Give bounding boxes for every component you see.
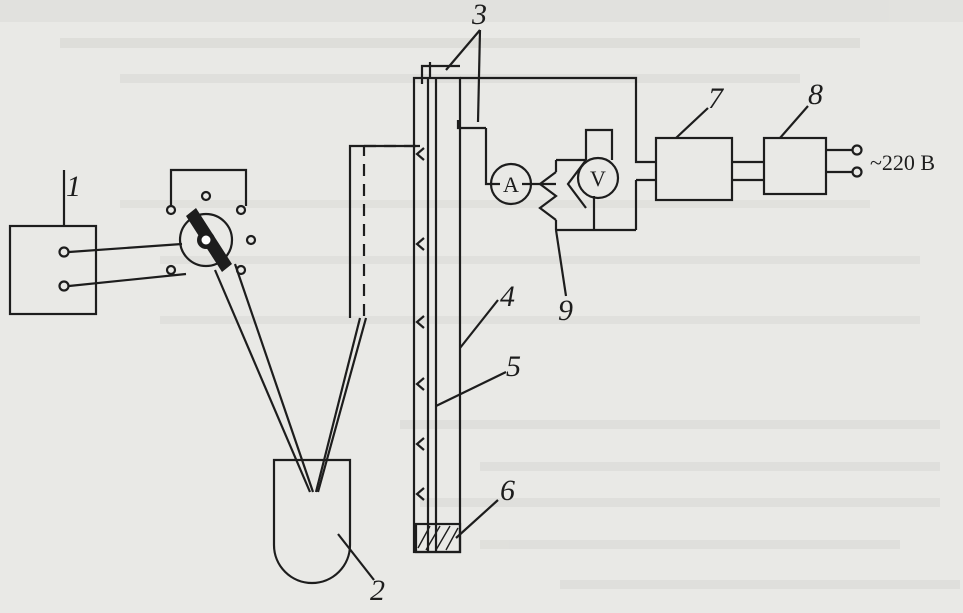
- label-2: 2: [370, 574, 385, 607]
- thermocouple-dashed-lead: [348, 144, 420, 318]
- power-circuit-wiring: [460, 76, 656, 297]
- label-4: 4: [500, 280, 515, 313]
- mains-terminals: [826, 144, 863, 178]
- regulator-to-stabilizer-wires: [732, 160, 764, 182]
- leader-5: [435, 371, 507, 407]
- ammeter-symbol: A: [503, 172, 519, 197]
- switch-wires: [68, 242, 187, 288]
- label-5: 5: [506, 350, 521, 383]
- stabilizer-box-8: [762, 105, 828, 196]
- regulator-box-7: [654, 107, 734, 202]
- label-6: 6: [500, 474, 515, 507]
- leader-6: [455, 499, 499, 539]
- label-7: 7: [708, 82, 725, 115]
- ammeter: A: [489, 162, 533, 206]
- supply-label: ~220 В: [870, 150, 935, 175]
- instrument-box-1: [8, 170, 98, 316]
- heated-tube-assembly: [412, 62, 486, 554]
- cold-junction-vessel-2: [213, 263, 375, 585]
- leader-3: [445, 29, 482, 123]
- label-1: 1: [66, 170, 81, 203]
- leader-4: [459, 299, 499, 349]
- voltmeter: V: [576, 156, 620, 200]
- label-8: 8: [808, 78, 823, 111]
- rotary-switch: [165, 168, 257, 276]
- voltmeter-symbol: V: [590, 166, 606, 191]
- label-9: 9: [558, 294, 573, 327]
- label-3: 3: [471, 0, 487, 31]
